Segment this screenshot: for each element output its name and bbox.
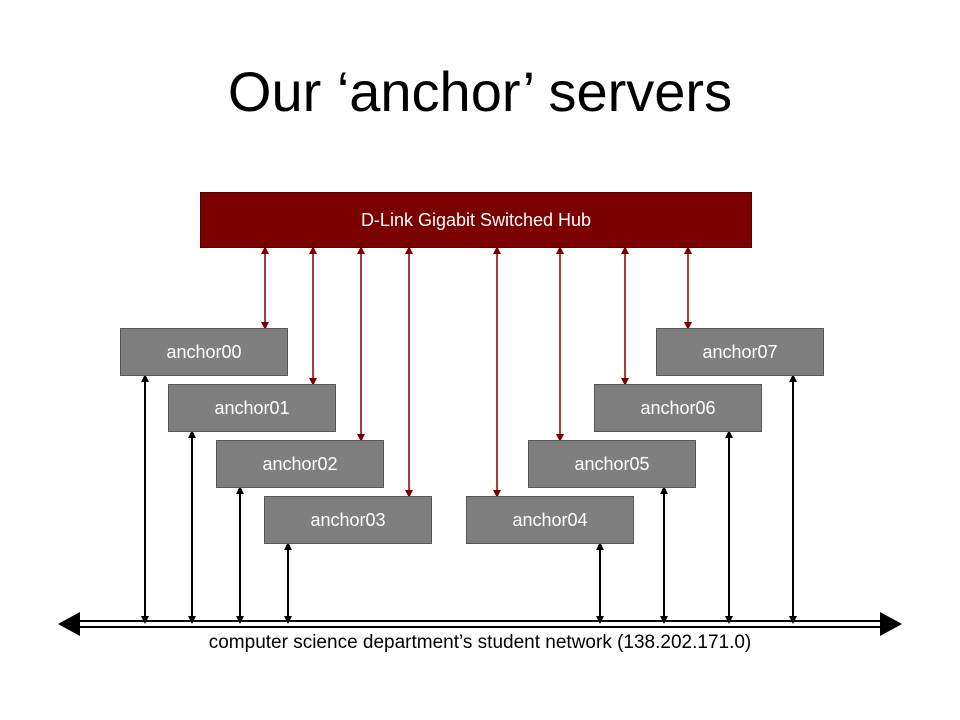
server-label: anchor07 xyxy=(702,341,778,362)
slide-title: Our ‘anchor’ servers xyxy=(227,60,733,123)
server-anchor02: anchor02 xyxy=(216,440,384,488)
network-label: computer science department’s student ne… xyxy=(208,632,752,653)
server-label: anchor01 xyxy=(214,397,290,418)
server-label: anchor04 xyxy=(512,509,588,530)
switched-hub: D-Link Gigabit Switched Hub xyxy=(200,192,752,248)
server-anchor06: anchor06 xyxy=(594,384,762,432)
server-anchor01: anchor01 xyxy=(168,384,336,432)
network-bus xyxy=(58,612,902,636)
server-anchor07: anchor07 xyxy=(656,328,824,376)
server-label: anchor05 xyxy=(574,453,650,474)
hub-label: D-Link Gigabit Switched Hub xyxy=(360,209,592,230)
server-anchor05: anchor05 xyxy=(528,440,696,488)
server-label: anchor03 xyxy=(310,509,386,530)
server-label: anchor00 xyxy=(166,341,242,362)
bus-right-arrowhead xyxy=(880,612,902,636)
server-label: anchor06 xyxy=(640,397,716,418)
server-label: anchor02 xyxy=(262,453,338,474)
server-anchor04: anchor04 xyxy=(466,496,634,544)
server-anchor00: anchor00 xyxy=(120,328,288,376)
server-anchor03: anchor03 xyxy=(264,496,432,544)
bus-left-arrowhead xyxy=(58,612,80,636)
